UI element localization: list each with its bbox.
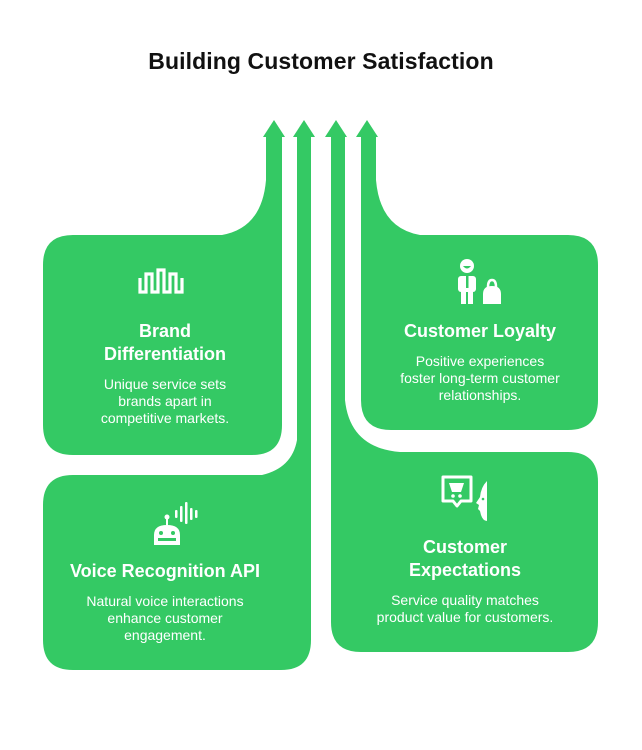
card-description-line: product value for customers. <box>376 609 554 625</box>
card-description: Positive experiences foster long-term cu… <box>365 353 595 404</box>
card-customer-loyalty: Customer Loyalty Positive experiences fo… <box>365 320 595 404</box>
card-brand-differentiation-shape <box>43 136 282 455</box>
card-title: Voice Recognition API <box>50 560 280 583</box>
card-description: Unique service sets brands apart in comp… <box>55 376 275 427</box>
card-description-line: Positive experiences <box>415 353 545 369</box>
card-description-line: relationships. <box>438 387 522 403</box>
arrow-3-head <box>325 120 347 137</box>
businessman-with-bag-icon <box>458 259 501 304</box>
robot-voice-icon <box>154 502 198 545</box>
card-description-line: brands apart in <box>118 393 212 409</box>
card-title-line: Brand <box>138 321 191 341</box>
card-description-line: Unique service sets <box>103 376 227 392</box>
arrow-4-head <box>356 120 378 137</box>
card-description: Service quality matches product value fo… <box>350 592 580 626</box>
card-customer-expectations: Customer Expectations Service quality ma… <box>350 536 580 626</box>
card-title: Customer Expectations <box>350 536 580 582</box>
diagram-title: Building Customer Satisfaction <box>148 48 494 74</box>
wave-signal-icon <box>138 268 184 294</box>
card-title-line: Differentiation <box>103 344 226 364</box>
card-title-line: Expectations <box>408 560 522 580</box>
card-title-line: Customer Loyalty <box>403 321 557 341</box>
card-description-line: Service quality matches <box>391 592 539 608</box>
arrow-1-head <box>263 120 285 137</box>
card-description-line: Natural voice interactions <box>86 593 244 609</box>
card-title-line: Voice Recognition API <box>69 561 261 581</box>
card-title-line: Customer <box>422 537 507 557</box>
card-description-line: enhance customer <box>107 610 223 626</box>
card-customer-expectations-shape <box>331 136 598 652</box>
card-voice-recognition-shape <box>43 136 311 670</box>
card-description: Natural voice interactions enhance custo… <box>50 593 280 644</box>
card-description-line: foster long-term customer <box>400 370 560 386</box>
card-voice-recognition-api: Voice Recognition API Natural voice inte… <box>50 560 280 644</box>
arrow-2-head <box>293 120 315 137</box>
card-customer-loyalty-shape <box>361 136 598 430</box>
card-title: Customer Loyalty <box>365 320 595 343</box>
card-brand-differentiation: Brand Differentiation Unique service set… <box>55 320 275 427</box>
shopping-cart-speech-face-icon <box>441 475 487 521</box>
card-description-line: competitive markets. <box>100 410 230 426</box>
card-title: Brand Differentiation <box>55 320 275 366</box>
card-description-line: engagement. <box>124 627 206 643</box>
